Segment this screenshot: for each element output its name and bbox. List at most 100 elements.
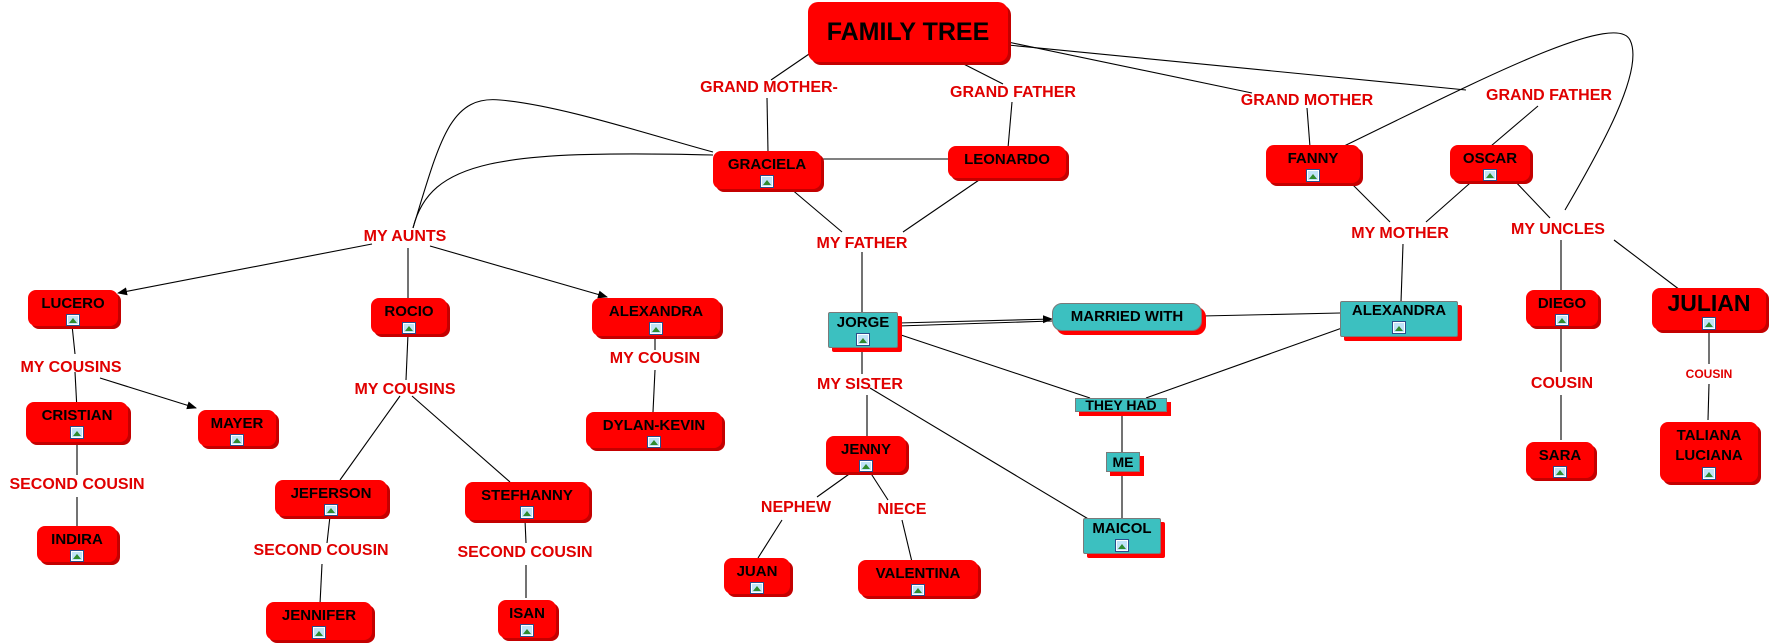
node-maicol[interactable]: MAICOL xyxy=(1083,518,1161,554)
node-label: ROCIO xyxy=(384,303,434,320)
image-icon[interactable] xyxy=(649,321,663,335)
node-fanny[interactable]: FANNY xyxy=(1266,145,1360,183)
image-icon[interactable] xyxy=(1392,320,1406,334)
node-label: ALEXANDRA xyxy=(608,303,704,320)
node-label: JULIAN xyxy=(1667,290,1751,316)
image-icon[interactable] xyxy=(1553,465,1567,478)
node-jorge[interactable]: JORGE xyxy=(828,312,898,348)
node-label: ISAN xyxy=(509,605,545,622)
image-icon[interactable] xyxy=(1702,467,1716,480)
node-label: THEY HAD xyxy=(1085,396,1157,413)
link-grand-mother-2: GRAND MOTHER xyxy=(1240,92,1374,109)
node-jennifer[interactable]: JENNIFER xyxy=(266,602,372,640)
image-icon[interactable] xyxy=(230,433,244,446)
node-mayer[interactable]: MAYER xyxy=(198,410,276,446)
node-alexandra-mother[interactable]: ALEXANDRA xyxy=(1340,301,1458,337)
node-label: MARRIED WITH xyxy=(1070,308,1184,326)
node-label: ALEXANDRA xyxy=(1351,302,1447,319)
node-cristian[interactable]: CRISTIAN xyxy=(26,402,128,442)
node-label: GRACIELA xyxy=(727,156,807,173)
link-second-cousin-1: SECOND COUSIN xyxy=(9,476,145,493)
node-sara[interactable]: SARA xyxy=(1526,442,1594,478)
node-julian[interactable]: JULIAN xyxy=(1652,288,1766,330)
node-label: JENNY xyxy=(840,441,892,458)
node-leonardo[interactable]: LEONARDO xyxy=(948,146,1066,178)
link-cousin-1: COUSIN xyxy=(1530,375,1594,392)
node-label: CRISTIAN xyxy=(41,407,113,424)
link-my-cousin: MY COUSIN xyxy=(609,350,701,367)
link-my-sister: MY SISTER xyxy=(817,376,903,393)
node-label: DIEGO xyxy=(1537,295,1587,312)
node-juan[interactable]: JUAN xyxy=(724,558,790,594)
image-icon[interactable] xyxy=(66,313,80,326)
node-label: TALIANA LUCIANA xyxy=(1675,427,1743,464)
node-label: LEONARDO xyxy=(964,151,1050,168)
image-icon[interactable] xyxy=(859,459,873,472)
node-label: STEFHANNY xyxy=(481,487,573,504)
node-me[interactable]: ME xyxy=(1106,452,1140,472)
node-label: JEFERSON xyxy=(290,485,372,502)
node-dylan-kevin[interactable]: DYLAN-KEVIN xyxy=(586,412,722,448)
node-they-had[interactable]: THEY HAD xyxy=(1075,396,1167,413)
node-label: MAICOL xyxy=(1092,520,1152,537)
image-icon[interactable] xyxy=(520,623,534,637)
node-alexandra-aunt[interactable]: ALEXANDRA xyxy=(592,298,720,336)
link-nephew: NEPHEW xyxy=(760,499,832,516)
node-valentina[interactable]: VALENTINA xyxy=(858,560,978,596)
image-icon[interactable] xyxy=(760,174,774,188)
image-icon[interactable] xyxy=(1306,168,1320,182)
image-icon[interactable] xyxy=(1115,538,1129,552)
node-label: MAYER xyxy=(210,415,264,432)
link-cousin-2: COUSIN xyxy=(1685,367,1733,381)
image-icon[interactable] xyxy=(324,503,338,516)
node-stefhanny[interactable]: STEFHANNY xyxy=(465,482,589,520)
node-label: JENNIFER xyxy=(281,607,357,624)
node-isan[interactable]: ISAN xyxy=(498,600,556,638)
image-icon[interactable] xyxy=(70,549,84,562)
node-indira[interactable]: INDIRA xyxy=(37,526,117,562)
node-married-with[interactable]: MARRIED WITH xyxy=(1052,303,1202,331)
node-label: JORGE xyxy=(836,314,890,331)
node-label: OSCAR xyxy=(1462,150,1518,167)
node-label: FANNY xyxy=(1287,150,1339,167)
node-lucero[interactable]: LUCERO xyxy=(28,290,118,326)
image-icon[interactable] xyxy=(70,425,84,439)
node-label: LUCERO xyxy=(41,295,105,312)
image-icon[interactable] xyxy=(647,435,661,448)
image-icon[interactable] xyxy=(750,581,764,594)
link-my-mother: MY MOTHER xyxy=(1351,225,1449,242)
image-icon[interactable] xyxy=(520,505,534,519)
image-icon[interactable] xyxy=(1555,313,1569,326)
link-grand-father-1: GRAND FATHER xyxy=(950,84,1076,101)
image-icon[interactable] xyxy=(911,583,925,596)
node-label: INDIRA xyxy=(51,531,103,548)
node-label: SARA xyxy=(1538,447,1582,464)
image-icon[interactable] xyxy=(1483,168,1497,181)
link-second-cousin-2: SECOND COUSIN xyxy=(253,542,389,559)
node-taliana-luciana[interactable]: TALIANA LUCIANA xyxy=(1660,422,1758,482)
node-graciela[interactable]: GRACIELA xyxy=(713,151,821,189)
node-label: JUAN xyxy=(736,563,778,580)
image-icon[interactable] xyxy=(856,332,870,346)
link-my-cousins-1: MY COUSINS xyxy=(20,359,122,376)
node-jeferson[interactable]: JEFERSON xyxy=(275,480,387,516)
node-diego[interactable]: DIEGO xyxy=(1526,290,1598,326)
node-rocio[interactable]: ROCIO xyxy=(371,298,447,334)
image-icon[interactable] xyxy=(1702,317,1716,330)
link-my-uncles: MY UNCLES xyxy=(1511,221,1605,238)
link-niece: NIECE xyxy=(877,501,927,518)
node-jenny[interactable]: JENNY xyxy=(826,436,906,472)
node-label: VALENTINA xyxy=(875,565,961,582)
node-oscar[interactable]: OSCAR xyxy=(1450,145,1530,181)
image-icon[interactable] xyxy=(402,321,416,334)
link-grand-mother-1: GRAND MOTHER- xyxy=(700,79,838,96)
image-icon[interactable] xyxy=(312,625,326,639)
link-second-cousin-3: SECOND COUSIN xyxy=(457,544,593,561)
node-label: DYLAN-KEVIN xyxy=(602,417,706,434)
link-my-aunts: MY AUNTS xyxy=(363,228,447,245)
title-node: FAMILY TREE xyxy=(808,2,1008,62)
link-grand-father-2: GRAND FATHER xyxy=(1486,87,1612,104)
page-title: FAMILY TREE xyxy=(826,17,990,46)
